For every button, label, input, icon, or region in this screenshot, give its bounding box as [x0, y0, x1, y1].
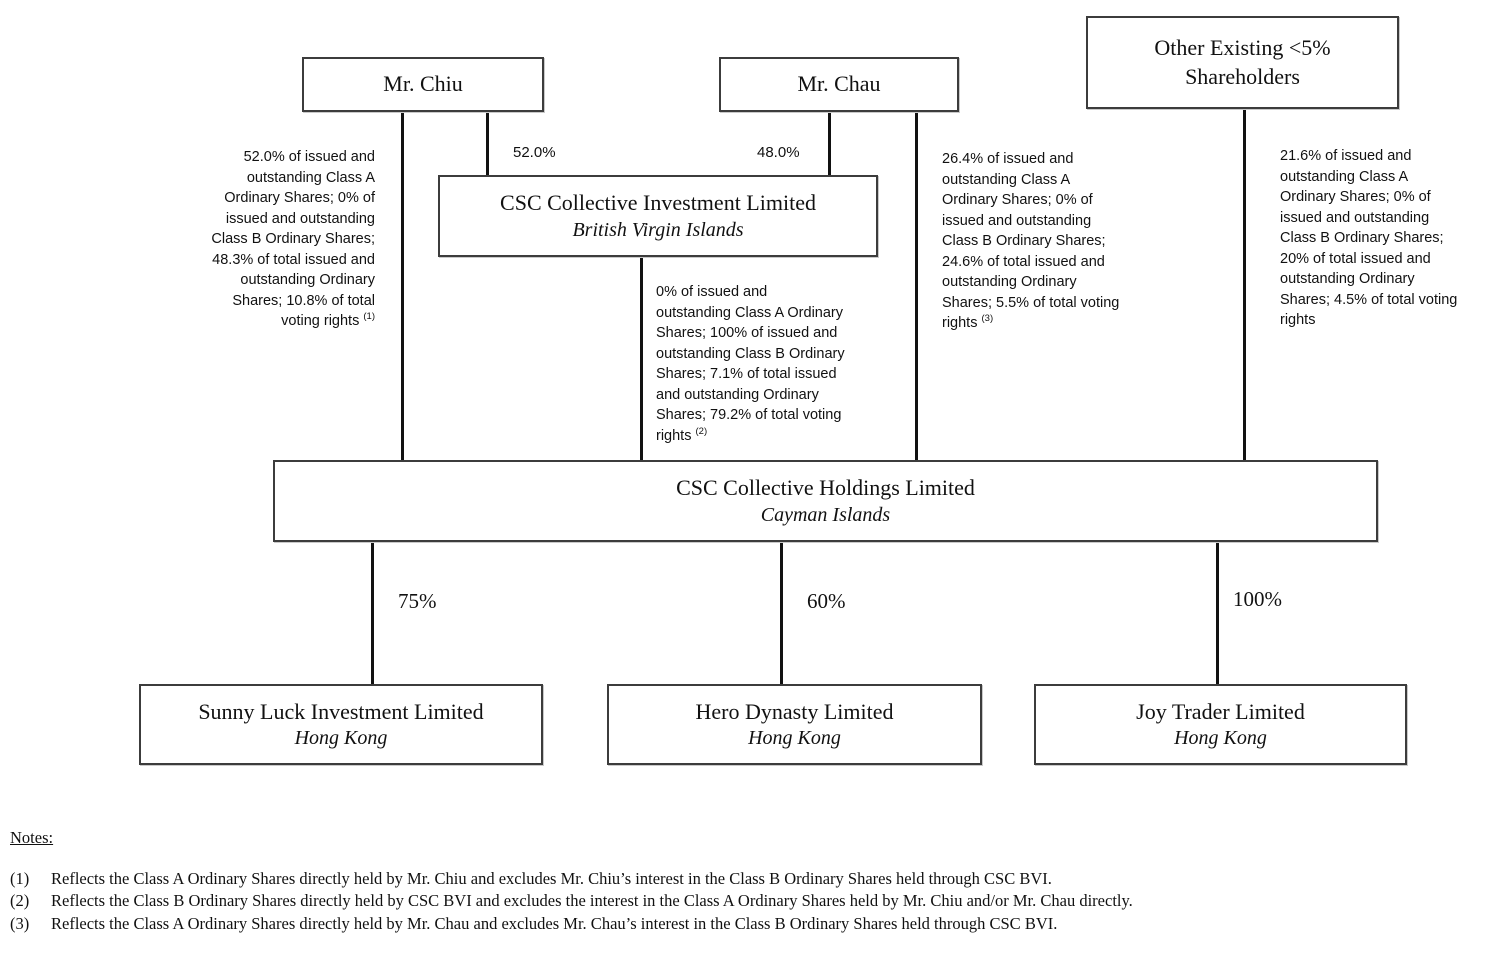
note-item-2: (2) Reflects the Class B Ordinary Shares…	[10, 891, 1133, 913]
node-csc-bvi-title: CSC Collective Investment Limited	[500, 190, 816, 216]
annotation-chiu-direct: 52.0% of issued and outstanding Class A …	[173, 147, 375, 332]
edge-bvi-to-holdings	[640, 256, 643, 462]
node-sunny-luck-title: Sunny Luck Investment Limited	[198, 698, 484, 724]
note-item-3: (3) Reflects the Class A Ordinary Shares…	[10, 914, 1133, 936]
edge-chiu-to-holdings	[401, 112, 404, 462]
edge-label-chiu-to-bvi: 52.0%	[513, 144, 556, 161]
edge-other-to-holdings	[1243, 108, 1246, 462]
node-mr-chau: Mr. Chau	[719, 57, 959, 112]
node-csc-bvi-jurisdiction: British Virgin Islands	[572, 218, 744, 241]
node-mr-chiu-title: Mr. Chiu	[383, 71, 463, 97]
note-text: Reflects the Class A Ordinary Shares dir…	[51, 913, 1058, 933]
node-other-shareholders-title: Other Existing <5% Shareholders	[1154, 34, 1331, 89]
note-item-1: (1) Reflects the Class A Ordinary Shares…	[10, 869, 1133, 891]
node-hero-dynasty-jurisdiction: Hong Kong	[748, 727, 841, 750]
footnote-ref-2: (2)	[695, 425, 708, 437]
edge-label-holdings-to-sunny-luck: 75%	[398, 589, 437, 613]
node-other-shareholders: Other Existing <5% Shareholders	[1086, 16, 1399, 109]
note-text: Reflects the Class A Ordinary Shares dir…	[51, 869, 1052, 888]
node-sunny-luck: Sunny Luck Investment Limited Hong Kong	[139, 684, 543, 765]
note-number: (2)	[10, 891, 30, 911]
note-number: (3)	[10, 913, 30, 933]
footnote-ref-1: (1)	[363, 311, 375, 323]
node-mr-chiu: Mr. Chiu	[302, 57, 544, 112]
annotation-chau-direct: 26.4% of issued and outstanding Class A …	[942, 149, 1172, 334]
edge-chau-to-holdings	[915, 112, 918, 462]
node-csc-bvi: CSC Collective Investment Limited Britis…	[438, 175, 878, 257]
node-hero-dynasty: Hero Dynasty Limited Hong Kong	[607, 684, 982, 765]
node-mr-chau-title: Mr. Chau	[797, 71, 881, 97]
node-hero-dynasty-title: Hero Dynasty Limited	[695, 698, 894, 724]
annotation-other-direct: 21.6% of issued and outstanding Class A …	[1280, 146, 1490, 331]
node-csc-holdings: CSC Collective Holdings Limited Cayman I…	[273, 460, 1378, 542]
annotation-chiu-direct-text: 52.0% of issued and outstanding Class A …	[211, 149, 375, 329]
note-text: Reflects the Class B Ordinary Shares dir…	[51, 891, 1133, 911]
node-joy-trader-jurisdiction: Hong Kong	[1174, 727, 1267, 750]
annotation-bvi-direct-text: 0% of issued and outstanding Class A Ord…	[656, 284, 845, 444]
note-number: (1)	[10, 869, 30, 888]
edge-chiu-to-bvi	[486, 112, 489, 177]
edge-chau-to-bvi	[828, 112, 831, 177]
edge-label-holdings-to-joy-trader: 100%	[1233, 587, 1282, 611]
node-joy-trader-title: Joy Trader Limited	[1136, 698, 1305, 724]
footnote-ref-3: (3)	[981, 313, 994, 325]
edge-label-holdings-to-hero-dynasty: 60%	[807, 589, 846, 613]
node-joy-trader: Joy Trader Limited Hong Kong	[1034, 684, 1407, 765]
edge-holdings-to-joy-trader	[1216, 540, 1219, 685]
node-csc-holdings-jurisdiction: Cayman Islands	[760, 503, 891, 526]
node-sunny-luck-jurisdiction: Hong Kong	[294, 727, 388, 750]
node-csc-holdings-title: CSC Collective Holdings Limited	[676, 475, 975, 501]
edge-holdings-to-sunny-luck	[371, 540, 374, 685]
notes-list: (1) Reflects the Class A Ordinary Shares…	[10, 869, 1133, 936]
edge-label-chau-to-bvi: 48.0%	[757, 144, 800, 161]
edge-holdings-to-hero-dynasty	[780, 540, 783, 685]
annotation-other-direct-text: 21.6% of issued and outstanding Class A …	[1280, 148, 1458, 328]
annotation-chau-direct-text: 26.4% of issued and outstanding Class A …	[942, 151, 1120, 331]
notes-heading: Notes:	[10, 828, 54, 847]
annotation-bvi-direct: 0% of issued and outstanding Class A Ord…	[656, 282, 896, 446]
